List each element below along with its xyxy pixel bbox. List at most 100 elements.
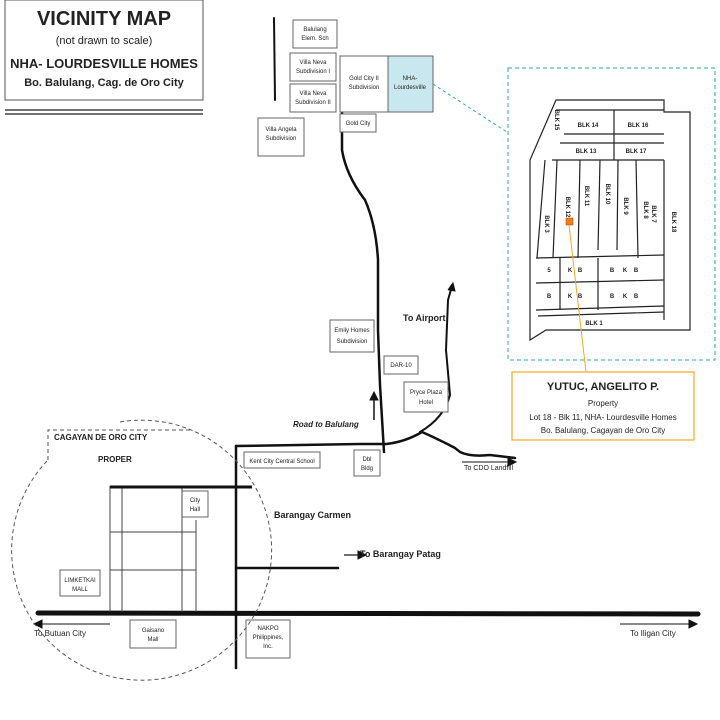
limketkai-l1: LIMKETKAI [64,578,96,584]
property-type: Property [588,399,618,408]
road-to-balulang-label: Road to Balulang [293,420,359,429]
nakpo-l3: Inc. [263,644,273,650]
small-blk-7: B [547,294,552,300]
dbl-bldg-box [353,449,381,477]
gold-city-2-box [339,55,389,113]
small-blk-8: K [568,294,573,300]
villa-neva-1-box [289,52,337,82]
to-cdo-landfill-label: To CDO Landfill [464,465,513,472]
balulang-elem-l1: Balulang [303,27,326,33]
small-blk-12: B [634,294,639,300]
blk-1-label: BLK 1 [585,321,603,327]
nha-lourdesville-l2: Lourdesville [394,85,427,91]
road-landfill [234,430,517,460]
dbl-bldg-l1: Dbl [362,457,371,463]
highway [35,610,701,617]
to-airport-label: To Airport [403,313,446,323]
pryce-plaza-l1: Pryce Plaza [410,390,443,396]
blk-17-label: BLK 17 [626,149,647,155]
property-lot: Lot 18 - Blk 11, NHA- Lourdesville Homes [529,413,676,422]
gold-city-2-l1: Gold City II [349,76,379,82]
small-blk-11: K [623,294,628,300]
balulang-elem-l2: Elem. Sch [301,36,328,42]
landmarks [59,19,449,659]
pryce-plaza-l2: Hotel [419,400,433,406]
small-blk-1: 5 [547,268,551,274]
to-iligan-label: To Iligan City [630,629,676,638]
city-hall-l1: City [190,498,200,504]
property-address: Bo. Balulang, Cagayan de Oro City [541,426,666,435]
road-north-west [273,17,276,101]
cdo-proper-l1: CAGAYAN DE ORO CITY [54,433,148,442]
title-box: VICINITY MAP (not drawn to scale) NHA- L… [4,0,204,115]
scale-note: (not drawn to scale) [56,35,153,47]
subdivision-inset: BLK 14 BLK 16 BLK 13 BLK 17 BLK 3 BLK 12… [507,67,716,361]
dar-10-label: DAR-10 [390,363,412,369]
gold-city-box [339,113,377,133]
blk-8-label: BLK 8 [642,201,648,219]
landmark-labels: Balulang Elem. Sch Villa Neva Subdivisio… [64,27,442,650]
villa-neva-1-l2: Subdivision I [296,69,330,75]
small-blk-9: B [578,294,583,300]
blk-9-label: BLK 9 [622,197,628,215]
gold-city-label: Gold City [346,121,371,127]
emily-homes-l1: Emily Homes [334,328,369,334]
map-labels: To Airport Road to Balulang To CDO Landf… [34,313,676,638]
nakpo-box [245,619,291,659]
nha-lourdesville-box [387,55,434,113]
blk-3-label: BLK 3 [543,215,549,233]
blk-12-label: BLK 12 [564,197,570,218]
small-blk-10: B [610,294,615,300]
nha-lourdesville-l1: NHA- [403,76,418,82]
kent-school-box [243,451,321,469]
villa-angela-l2: Subdivision [266,136,297,142]
gold-city-2-l2: Subdivision [349,85,380,91]
city-hall-box [181,490,209,518]
property-marker [565,217,574,226]
villa-angela-box [257,117,305,157]
property-owner: YUTUC, ANGELITO P. [547,381,659,393]
kent-school-label: Kent City Central School [249,459,314,465]
project-location: Bo. Balulang, Cag. de Oro City [24,77,184,89]
gaisano-box [129,619,177,649]
villa-angela-l1: Villa Angela [265,127,297,133]
city-hall-l2: Hall [190,507,200,513]
small-blk-3: B [578,268,583,274]
blk-11-label: BLK 11 [583,186,589,207]
blk-14-label: BLK 14 [578,123,599,129]
blk-10-label: BLK 10 [604,184,610,205]
limketkai-box [59,569,101,597]
brgy-carmen-label: Barangay Carmen [274,510,351,520]
property-box: YUTUC, ANGELITO P. Property Lot 18 - Blk… [511,371,695,441]
to-butuan-label: To Butuan City [34,629,86,638]
city-proper [11,419,273,681]
blk-15-label: BLK 15 [553,110,559,131]
blk-16-label: BLK 16 [628,123,649,129]
blk-13-label: BLK 13 [576,149,597,155]
limketkai-l2: MALL [72,587,88,593]
property-leader [568,224,587,373]
gaisano-l2: Mall [147,637,158,643]
dbl-bldg-l2: Bldg [361,466,373,472]
small-blk-5: K [623,268,628,274]
villa-neva-2-l2: Subdivision II [295,100,331,106]
pryce-plaza-box [403,381,449,413]
emily-homes-box [329,319,375,353]
road-balulang [340,108,386,454]
small-blk-2: K [568,268,573,274]
nakpo-l1: NAKPO [257,626,278,632]
project-name: NHA- LOURDESVILLE HOMES [10,56,198,71]
small-blk-6: B [634,268,639,274]
emily-homes-l2: Subdivision [337,339,368,345]
small-blk-4: B [610,268,615,274]
villa-neva-2-l1: Villa Neva [300,91,328,97]
villa-neva-1-l1: Villa Neva [300,60,328,66]
gaisano-l1: Gaisano [142,628,165,634]
arrows [32,281,699,629]
map-title: VICINITY MAP [37,8,171,30]
blk-7-label: BLK 7 [650,205,656,223]
villa-neva-2-box [289,83,337,113]
dar-10-box [383,355,419,375]
to-brgy-patag-label: To Barangay Patag [360,549,441,559]
